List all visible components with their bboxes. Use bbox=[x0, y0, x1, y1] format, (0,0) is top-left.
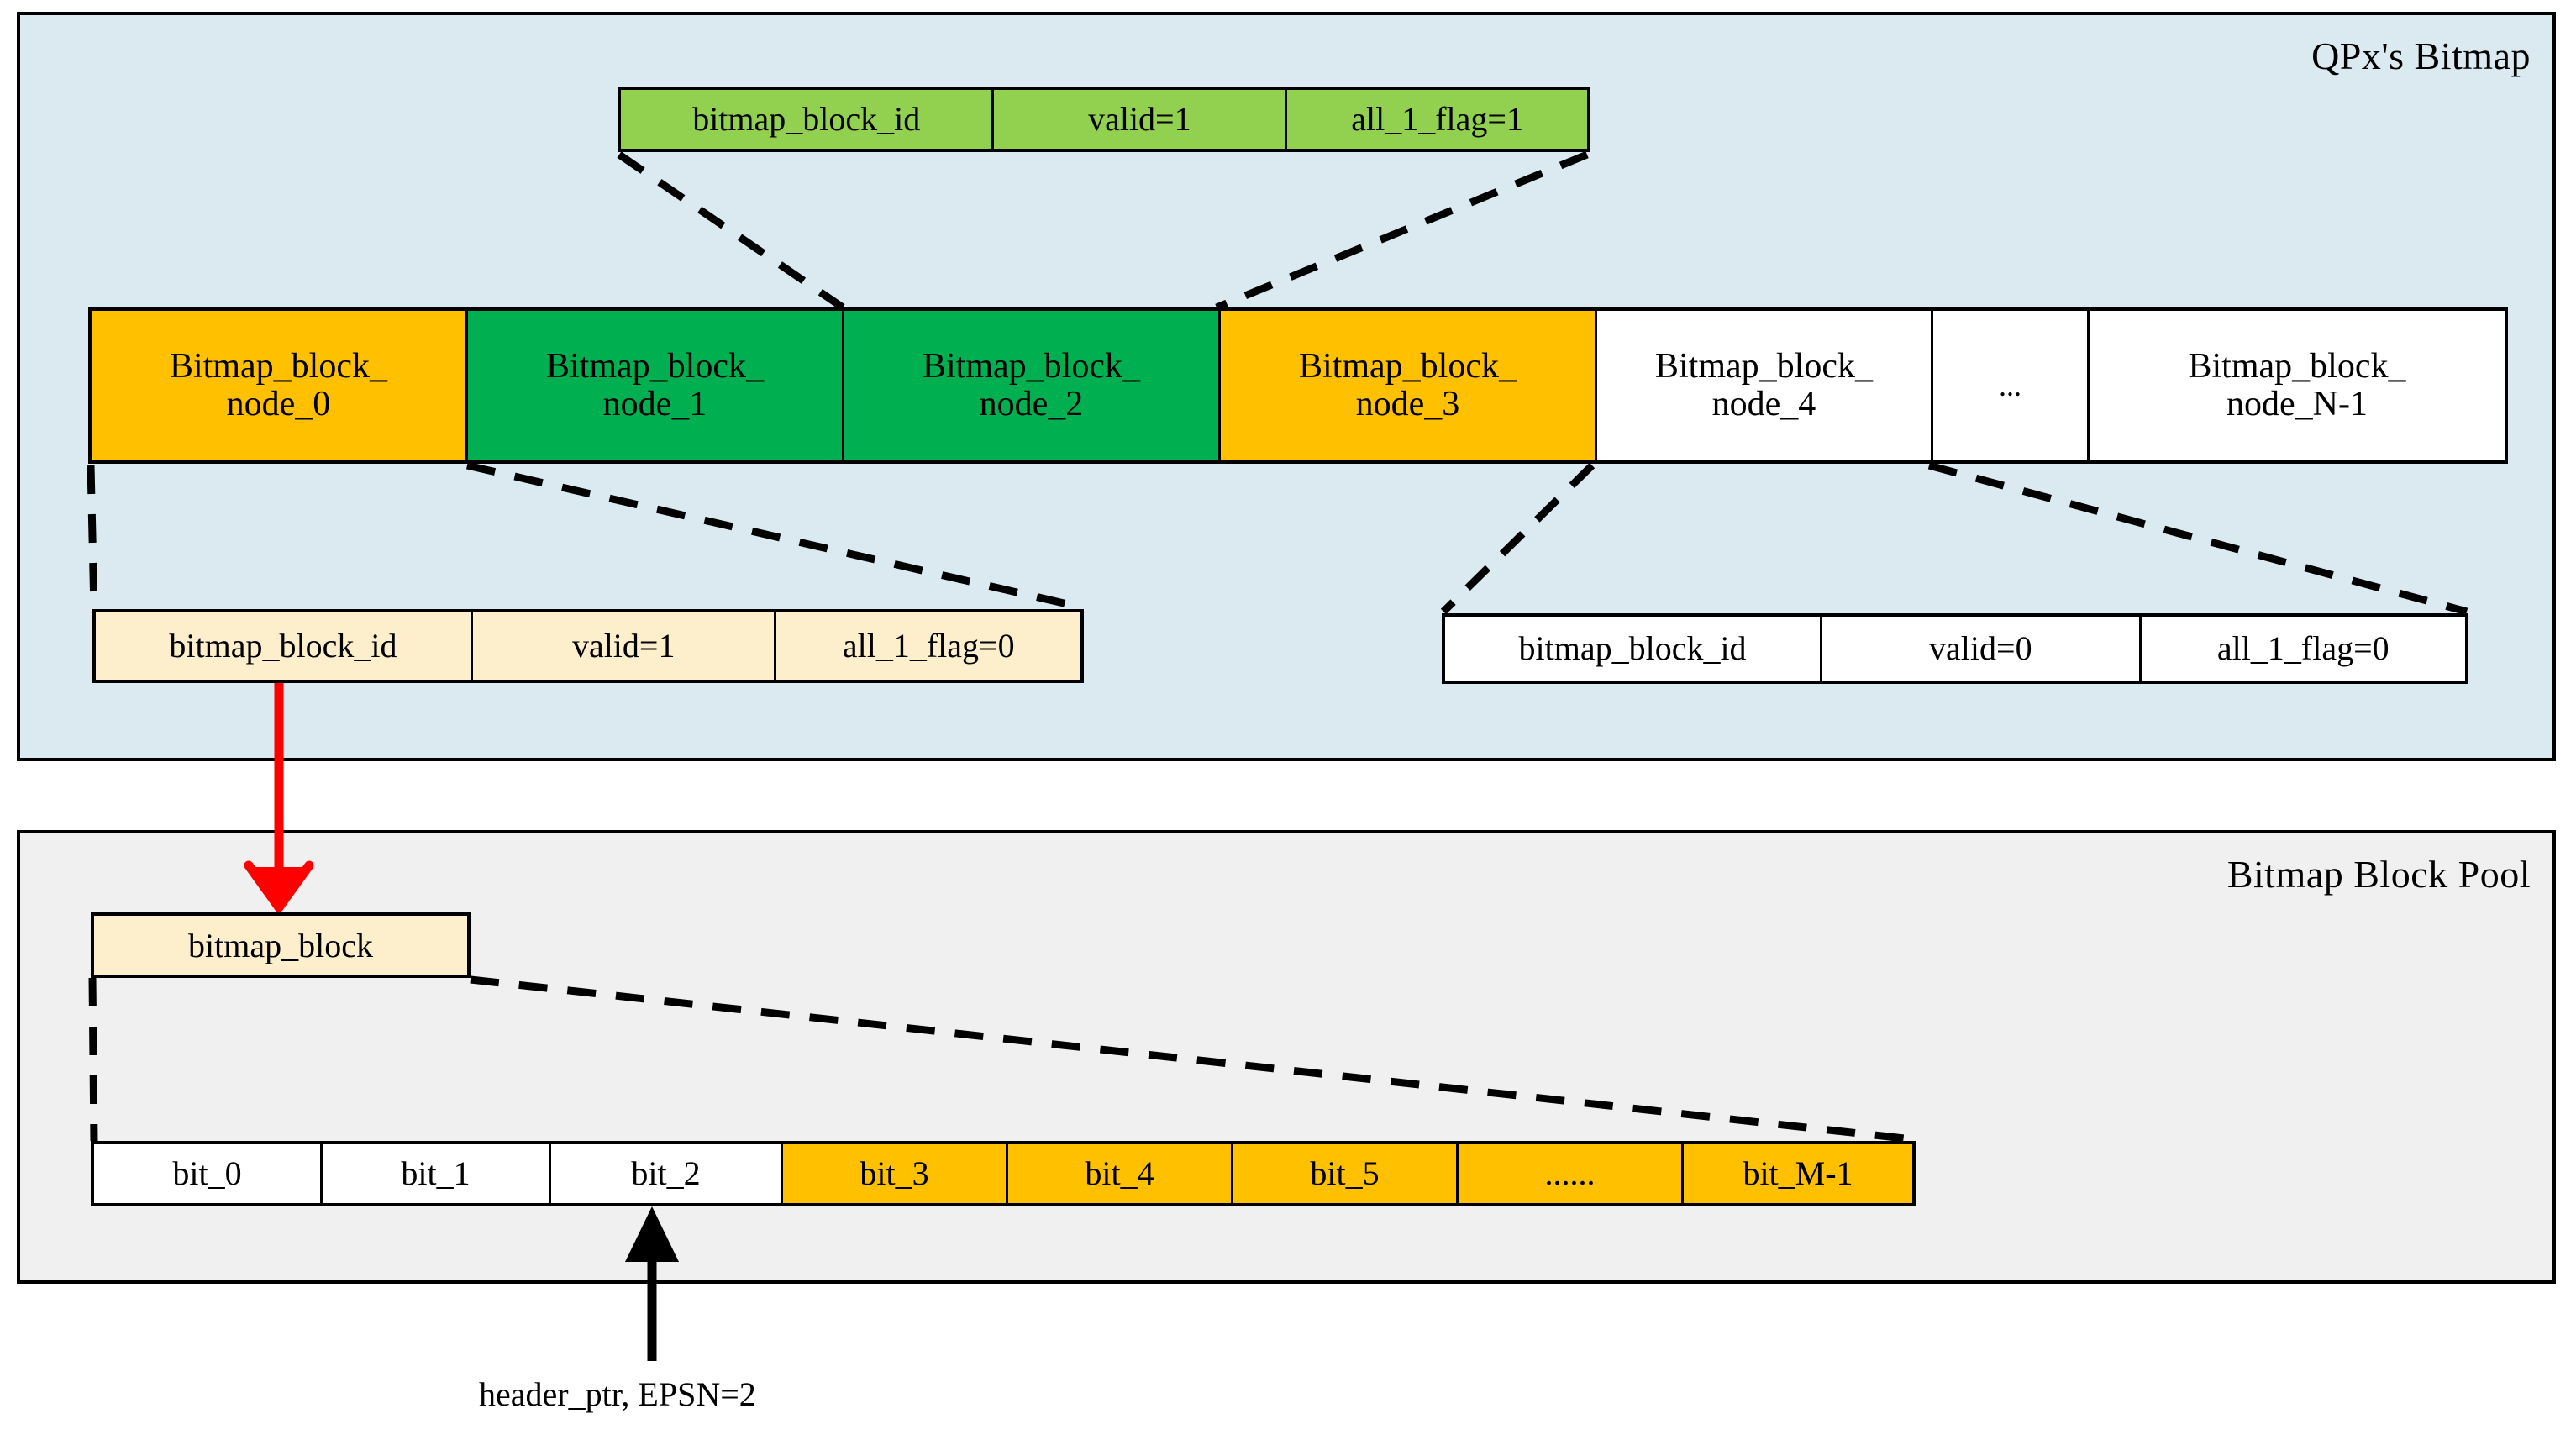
bit-cell-4[interactable]: bit_4 bbox=[1008, 1144, 1233, 1203]
bit-cell-5[interactable]: bit_5 bbox=[1233, 1144, 1459, 1203]
panel-bitmap-block-pool-title: Bitmap Block Pool bbox=[2226, 853, 2531, 896]
bitmap-block-node-ellipsis: ... bbox=[1933, 311, 2090, 460]
record-field-valid: valid=0 bbox=[1822, 617, 2142, 681]
record-field-all-1-flag: all_1_flag=0 bbox=[2141, 617, 2466, 681]
header-ptr-label: header_ptr, EPSN=2 bbox=[479, 1375, 756, 1413]
bitmap-block-node-3[interactable]: Bitmap_block_ node_3 bbox=[1221, 311, 1597, 460]
record-field-valid: valid=1 bbox=[472, 612, 777, 680]
bit-cell-ellipsis: ...... bbox=[1459, 1144, 1684, 1203]
record-green-all-one: bitmap_block_id valid=1 all_1_flag=1 bbox=[618, 87, 1590, 152]
bit-cell-1[interactable]: bit_1 bbox=[323, 1144, 551, 1203]
bitmap-block-box[interactable]: bitmap_block bbox=[91, 912, 471, 978]
bitmap-block-node-n-1[interactable]: Bitmap_block_ node_N-1 bbox=[2090, 311, 2505, 460]
record-cream-valid: bitmap_block_id valid=1 all_1_flag=0 bbox=[92, 609, 1084, 683]
record-field-bitmap-block-id: bitmap_block_id bbox=[621, 90, 995, 149]
bitmap-block-node-2[interactable]: Bitmap_block_ node_2 bbox=[844, 311, 1221, 460]
bit-cell-m-1[interactable]: bit_M-1 bbox=[1684, 1144, 1912, 1203]
bitmap-block-node-row: Bitmap_block_ node_0 Bitmap_block_ node_… bbox=[88, 307, 2508, 464]
bitmap-block-node-1[interactable]: Bitmap_block_ node_1 bbox=[468, 311, 844, 460]
record-field-bitmap-block-id: bitmap_block_id bbox=[96, 612, 473, 680]
bit-cell-0[interactable]: bit_0 bbox=[94, 1144, 323, 1203]
panel-bitmap-block-pool: Bitmap Block Pool bbox=[17, 830, 2556, 1284]
bit-row: bit_0 bit_1 bit_2 bit_3 bit_4 bit_5 ....… bbox=[91, 1141, 1916, 1206]
bitmap-block-node-4[interactable]: Bitmap_block_ node_4 bbox=[1597, 311, 1933, 460]
bit-cell-2[interactable]: bit_2 bbox=[551, 1144, 783, 1203]
record-field-all-1-flag: all_1_flag=1 bbox=[1287, 90, 1587, 149]
bit-cell-3[interactable]: bit_3 bbox=[783, 1144, 1008, 1203]
bitmap-block-node-0[interactable]: Bitmap_block_ node_0 bbox=[92, 311, 468, 460]
record-field-bitmap-block-id: bitmap_block_id bbox=[1445, 617, 1823, 681]
record-field-all-1-flag: all_1_flag=0 bbox=[776, 612, 1081, 680]
record-field-valid: valid=1 bbox=[994, 90, 1288, 149]
record-white-invalid: bitmap_block_id valid=0 all_1_flag=0 bbox=[1442, 613, 2468, 684]
panel-qpx-bitmap-title: QPx's Bitmap bbox=[2311, 34, 2531, 77]
